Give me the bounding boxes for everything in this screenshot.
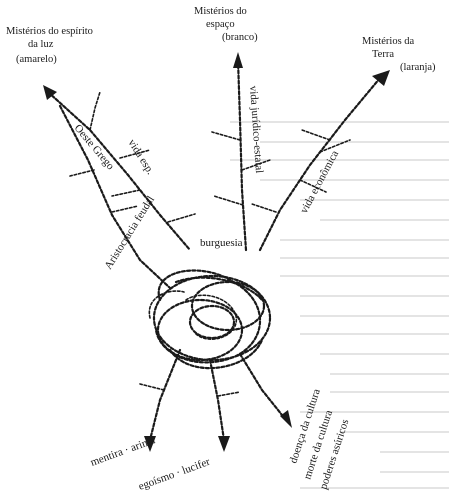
branch-lower	[139, 348, 292, 452]
label-aristocracia: Aristocracia feudal	[102, 194, 157, 272]
branch-left	[43, 85, 196, 252]
label-vida-esp: vida esp.	[125, 137, 156, 177]
tangled-knot	[148, 269, 272, 370]
branch-right	[251, 70, 390, 252]
label-mysteries-space-2: espaço	[206, 19, 235, 30]
label-mysteries-earth: Mistérios da	[362, 36, 415, 47]
label-mysteries-light-color: (amarelo)	[16, 54, 57, 65]
label-oeste-grego: Oeste Grego	[72, 122, 117, 172]
label-burguesia: burguesia	[200, 237, 243, 249]
label-mentira: mentira · arimã	[89, 434, 157, 469]
branch-central	[211, 52, 271, 252]
label-mysteries-light: Mistérios do espírito	[6, 26, 93, 37]
label-mysteries-space-color: (branco)	[222, 32, 258, 43]
label-mysteries-light-2: da luz	[28, 39, 54, 50]
label-mysteries-space: Mistérios do	[194, 6, 247, 17]
label-mysteries-earth-color: (laranja)	[400, 62, 436, 73]
label-egoismo: egoísmo · lucifer	[137, 456, 212, 493]
label-mysteries-earth-2: Terra	[372, 49, 394, 60]
branch-left-lower	[58, 104, 172, 290]
background-text-lines	[230, 121, 449, 489]
